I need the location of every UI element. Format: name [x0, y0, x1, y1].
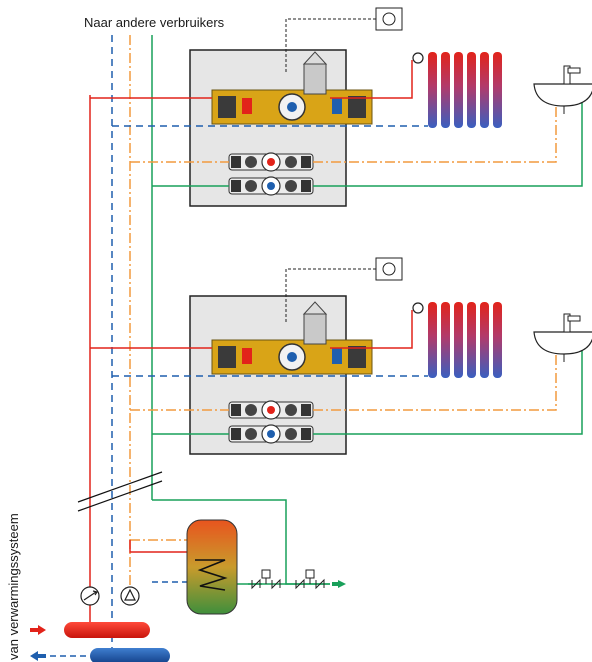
return-header — [90, 648, 170, 662]
hot-water-tap-line — [313, 348, 557, 411]
risers — [89, 35, 153, 648]
hot-water-tap-line — [313, 100, 557, 163]
thermostat-cable — [285, 268, 376, 322]
arrow-icon — [332, 580, 346, 588]
cold-water-inlet — [152, 499, 330, 585]
plant-room — [30, 499, 346, 662]
heat-exchanger-icon — [195, 559, 228, 591]
radiator-icon — [412, 52, 502, 128]
supply-header — [64, 622, 150, 638]
storage-tank — [186, 519, 238, 615]
thermostat-icon — [375, 7, 403, 31]
thermostat-icon — [375, 257, 403, 281]
unit-lower — [90, 257, 592, 455]
arrow-icon — [30, 651, 46, 661]
hot-water-meter — [228, 400, 314, 420]
washbasin-icon — [533, 65, 592, 114]
radiator-icon — [412, 302, 502, 378]
cold-water-tap-line — [313, 348, 583, 435]
side-label: van verwarmingssysteem — [6, 513, 21, 660]
arrow-icon — [30, 625, 46, 635]
cold-water-tap-line — [313, 100, 583, 187]
pipe-break-mark — [77, 471, 163, 512]
cold-water-meter — [228, 424, 314, 444]
top-label: Naar andere verbruikers — [84, 15, 225, 30]
pump-icon — [80, 586, 100, 606]
coil-supply — [129, 540, 196, 560]
radiator-supply — [330, 60, 413, 99]
thermostat-cable — [285, 18, 376, 72]
unit-upper — [90, 7, 592, 207]
valve-group — [248, 569, 330, 590]
radiator-supply — [330, 310, 413, 349]
pump-icon — [120, 586, 140, 606]
washbasin-icon — [533, 313, 592, 362]
cold-water-meter — [228, 176, 314, 196]
hot-water-meter — [228, 152, 314, 172]
